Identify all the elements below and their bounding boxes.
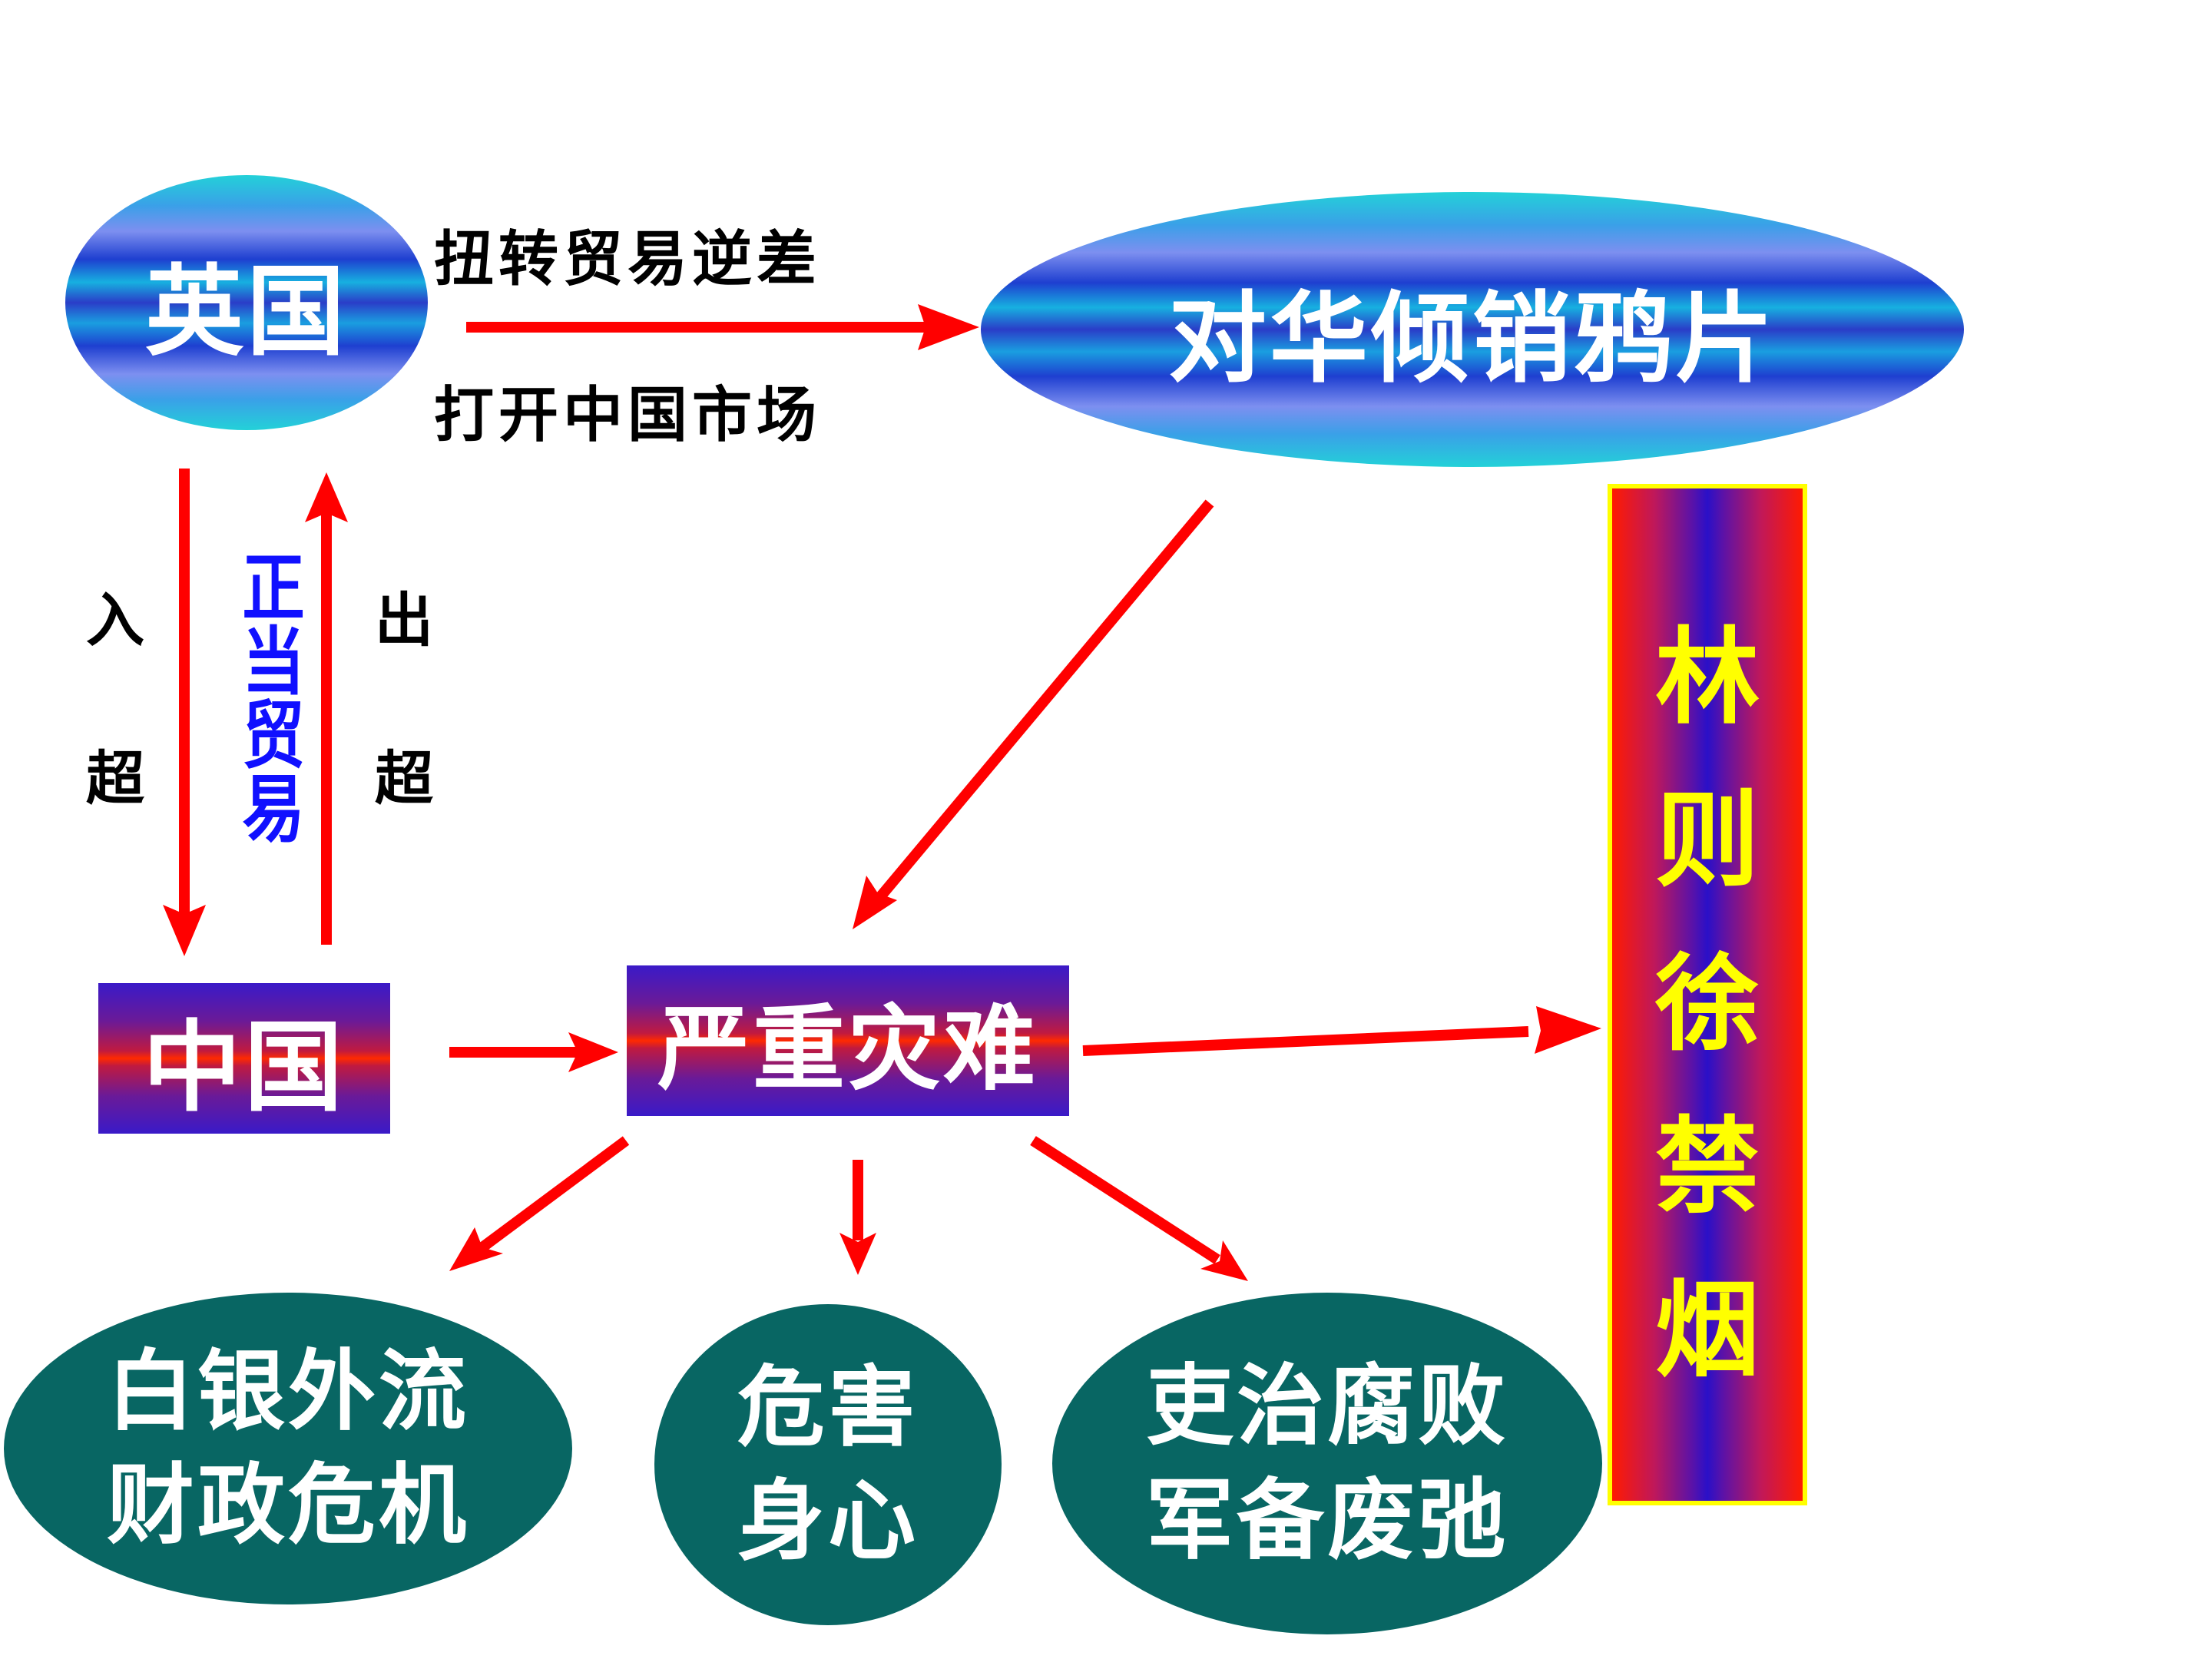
node-silver-outflow: 白银外流 财政危机 [4,1293,572,1604]
lin-char-2: 则 [1655,780,1760,902]
arrow-disaster-to-silver [472,1136,630,1257]
arrowhead-disaster-from-china [568,1032,618,1072]
node-corruption: 吏治腐败 军备废弛 [1052,1293,1602,1634]
node-lin-zexu: 林 则 徐 禁 烟 [1608,484,1807,1505]
arrowhead-britain [305,472,348,522]
legitimate-trade-char-4: 易 [242,767,305,853]
node-china: 中国 [98,983,390,1134]
lin-char-1: 林 [1655,617,1760,739]
import-surplus-char-2: 超 [86,744,144,813]
legitimate-trade-char-1: 正 [242,545,305,631]
node-china-label: 中国 [142,1010,346,1125]
lin-char-3: 徐 [1655,943,1760,1065]
node-health-harm: 危害 身心 [654,1304,1002,1625]
node-britain: 英国 [65,175,428,430]
corruption-line-2: 军备废弛 [1145,1469,1508,1571]
lin-char-4: 禁 [1655,1107,1760,1228]
export-surplus-char-2: 超 [375,744,433,813]
health-line-1: 危害 [737,1356,919,1459]
arrowhead-disaster-from-dumping [853,876,897,929]
edge-label-import-surplus: 入 超 [86,591,144,808]
legitimate-trade-char-2: 当 [242,619,305,705]
arrowhead-health [839,1233,876,1275]
arrow-dumping-to-disaster [871,499,1214,906]
lin-char-5: 烟 [1655,1270,1760,1392]
edge-label-reverse-deficit: 扭转贸易逆差 [434,224,822,294]
edge-label-legitimate-trade: 正 当 贸 易 [237,551,310,846]
node-severe-disaster: 严重灾难 [627,965,1069,1116]
arrow-disaster-to-corruption [1030,1136,1220,1264]
arrowhead-silver [449,1227,503,1271]
import-surplus-char-1: 入 [86,586,144,654]
arrow-disaster-to-lin [1082,1026,1529,1056]
arrowhead-corruption [1200,1240,1248,1281]
export-surplus-char-1: 出 [375,586,433,654]
node-opium-dumping: 对华倾销鸦片 [981,192,1964,467]
node-severe-disaster-label: 严重灾难 [657,996,1038,1103]
edge-label-open-market: 打开中国市场 [434,380,822,450]
arrowhead-lin [1535,1006,1601,1054]
corruption-line-1: 吏治腐败 [1145,1355,1508,1458]
legitimate-trade-char-3: 贸 [242,693,305,779]
node-opium-dumping-label: 对华倾销鸦片 [1167,281,1777,396]
silver-line-2: 财政危机 [106,1454,469,1556]
silver-line-1: 白银外流 [106,1339,469,1442]
edge-label-export-surplus: 出 超 [375,591,433,808]
arrowhead-china [163,905,206,956]
node-britain-label: 英国 [144,254,348,369]
arrowhead-dumping [918,304,979,350]
health-line-2: 身心 [737,1470,919,1572]
